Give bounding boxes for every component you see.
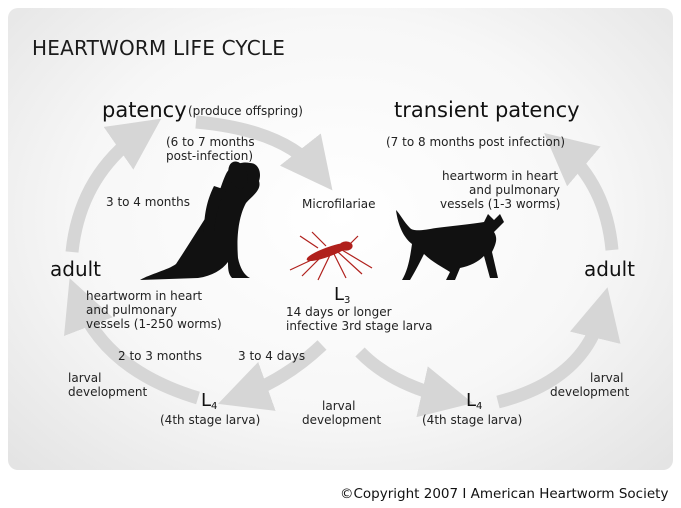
adult-time-label: 3 to 4 months bbox=[106, 196, 190, 209]
microfilariae-label: Microfilariae bbox=[302, 198, 376, 211]
patency-label: patency bbox=[102, 98, 187, 122]
l4-to-adult-time: 2 to 3 months bbox=[118, 350, 202, 363]
l4-desc-right: (4th stage larva) bbox=[422, 414, 522, 427]
cat-note-2: and pulmonary bbox=[469, 184, 560, 197]
patency-note: (produce offspring) bbox=[188, 105, 303, 118]
arrow-adult-to-transient bbox=[562, 148, 612, 250]
patency-time-2: post-infection) bbox=[166, 150, 253, 163]
adult-label-left: adult bbox=[50, 257, 101, 281]
patency-time-1: (6 to 7 months bbox=[166, 136, 255, 149]
l3-label: L3 bbox=[334, 284, 350, 306]
adult-label-right: adult bbox=[584, 257, 635, 281]
arrow-adult-to-patency bbox=[72, 132, 142, 252]
l3-to-l4-time: 3 to 4 days bbox=[238, 350, 305, 363]
cat-note-1: heartworm in heart bbox=[442, 170, 558, 183]
arrow-l3-to-right-l4 bbox=[360, 352, 450, 398]
l4-label-right: L4 bbox=[466, 390, 482, 412]
l4-desc-left: (4th stage larva) bbox=[160, 414, 260, 427]
l4-label-left: L4 bbox=[201, 390, 217, 412]
adult-note-2: and pulmonary bbox=[86, 304, 177, 317]
copyright-notice: ©Copyright 2007 I American Heartworm Soc… bbox=[340, 486, 668, 502]
diagram-title: HEARTWORM LIFE CYCLE bbox=[32, 36, 285, 60]
dog-silhouette bbox=[140, 159, 260, 280]
adult-note-1: heartworm in heart bbox=[86, 290, 202, 303]
larval-development-right-1: larval bbox=[590, 372, 623, 385]
l3-desc-2: infective 3rd stage larva bbox=[286, 320, 432, 333]
mosquito bbox=[290, 232, 372, 280]
larval-development-right-2: development bbox=[550, 386, 629, 399]
cat-silhouette bbox=[396, 210, 504, 280]
l3-desc-1: 14 days or longer bbox=[286, 306, 392, 319]
larval-development-center-1: larval bbox=[322, 400, 355, 413]
larval-development-center-2: development bbox=[302, 414, 381, 427]
larval-development-left-2: development bbox=[68, 386, 147, 399]
transient-patency-time: (7 to 8 months post infection) bbox=[386, 136, 565, 149]
adult-note-3: vessels (1-250 worms) bbox=[86, 318, 222, 331]
transient-patency-label: transient patency bbox=[394, 98, 580, 122]
larval-development-left-1: larval bbox=[68, 372, 101, 385]
cat-note-3: vessels (1-3 worms) bbox=[440, 198, 560, 211]
